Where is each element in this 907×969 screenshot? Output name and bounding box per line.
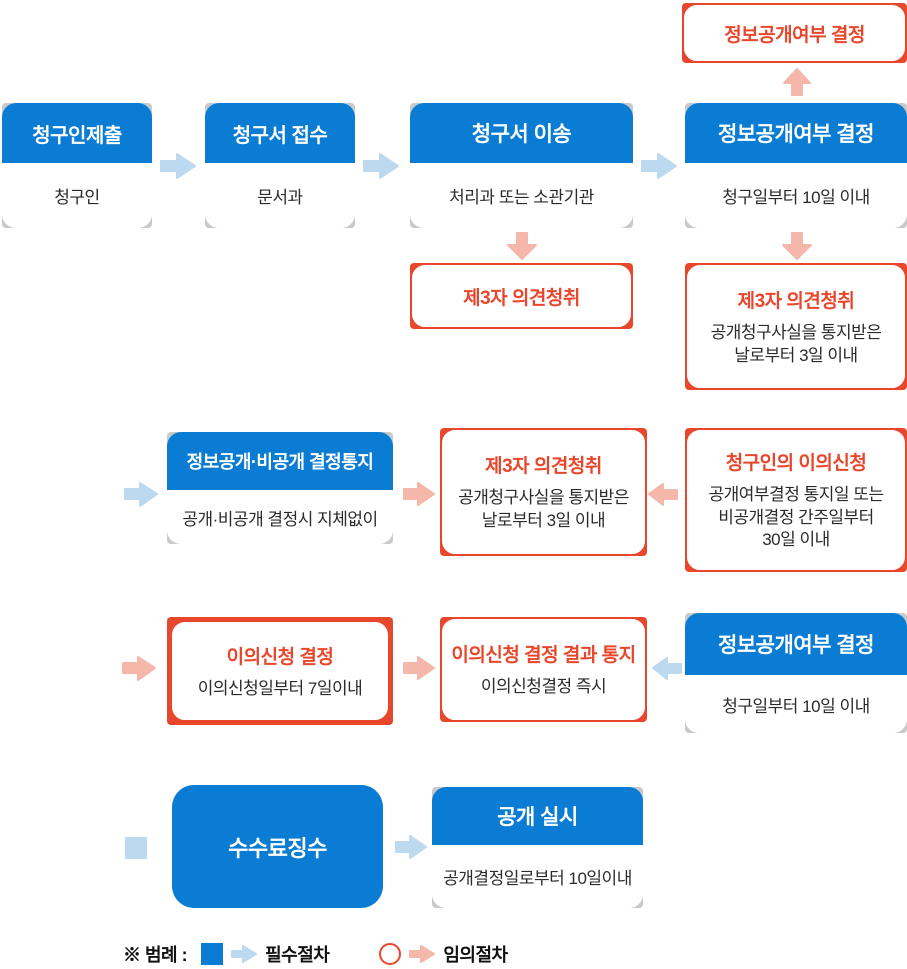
node-applicant-objection: 청구인의 이의신청 공개여부결정 통지일 또는 비공개결정 간주일부터 30일 … [685, 428, 907, 572]
node-objection-result-notice: 이의신청 결정 결과 통지 이의신청결정 즉시 [440, 617, 647, 722]
node-body: 문서과 [205, 163, 355, 228]
node-title: 정보공개여부 결정 [685, 613, 907, 675]
node-title: 청구서 접수 [205, 103, 355, 163]
arrow-right-icon [403, 656, 435, 680]
arrow-left-icon [652, 657, 682, 680]
node-title: 정보공개여부 결정 [685, 103, 907, 163]
arrow-right-icon [641, 153, 677, 179]
arrow-up-icon [783, 68, 811, 96]
node-request-receipt: 청구서 접수 문서과 [205, 103, 355, 228]
node-body: 이의신청일부터 7일이내 [197, 678, 363, 698]
node-body: 공개청구사실을 통지받은 날로부터 3일 이내 [710, 322, 882, 365]
arrow-right-icon [409, 945, 436, 963]
node-body: 처리과 또는 소관기관 [410, 163, 633, 228]
arrow-right-icon [124, 482, 158, 507]
node-third-party-hearing: 제3자 의견청취 [410, 263, 633, 329]
arrow-right-icon [160, 153, 196, 179]
node-body: 청구인 [2, 163, 152, 228]
arrow-right-icon [122, 656, 156, 681]
node-disclosure-decision-top: 정보공개여부 결정 [682, 3, 907, 63]
node-title: 이의신청 결정 결과 통지 [451, 645, 636, 667]
node-body: 청구일부터 10일 이내 [685, 163, 907, 228]
legend-label: ※ 범례 : [123, 945, 188, 965]
node-title: 제3자 의견청취 [485, 456, 602, 478]
node-disclosure-decision-2: 정보공개여부 결정 청구일부터 10일 이내 [685, 613, 907, 733]
node-applicant-submission: 청구인제출 청구인 [2, 103, 152, 228]
legend: ※ 범례 : 필수절차 임의절차 [123, 941, 508, 967]
node-body: 공개청구사실을 통지받은 날로부터 3일 이내 [458, 488, 629, 530]
legend-mandatory-label: 필수절차 [265, 945, 330, 965]
node-disclosure-decision: 정보공개여부 결정 청구일부터 10일 이내 [685, 103, 907, 228]
node-body: 이의신청결정 즉시 [480, 677, 607, 697]
node-title: 제3자 의견청취 [737, 290, 855, 312]
node-title: 수수료징수 [228, 835, 327, 861]
arrow-down-icon [782, 232, 812, 260]
arrow-right-icon [403, 482, 435, 506]
legend-red-circle-icon [379, 943, 402, 965]
arrow-right-icon [231, 945, 258, 963]
node-title: 청구인제출 [2, 103, 152, 163]
node-body: 공개여부결정 통지일 또는 비공개결정 간주일부터 30일 이내 [708, 484, 885, 550]
arrow-left-icon [648, 483, 678, 506]
legend-blue-square-icon [201, 943, 224, 965]
node-decision-notice: 정보공개·비공개 결정통지 공개·비공개 결정시 지체없이 [167, 432, 393, 544]
node-body: 청구일부터 10일 이내 [685, 675, 907, 733]
arrow-down-icon [507, 232, 537, 260]
node-title: 정보공개여부 결정 [724, 24, 865, 46]
arrow-right-icon [395, 835, 427, 859]
node-fee-collection: 수수료징수 [172, 785, 383, 908]
node-third-party-hearing-detail: 제3자 의견청취 공개청구사실을 통지받은 날로부터 3일 이내 [685, 263, 907, 390]
legend-optional-label: 임의절차 [443, 945, 508, 965]
arrow-right-icon [363, 153, 399, 179]
node-third-party-hearing-appeal: 제3자 의견청취 공개청구사실을 통지받은 날로부터 3일 이내 [440, 428, 647, 556]
node-body: 공개·비공개 결정시 지체없이 [167, 490, 393, 544]
node-title: 공개 실시 [432, 787, 643, 845]
node-request-transfer: 청구서 이송 처리과 또는 소관기관 [410, 103, 633, 228]
node-objection-decision: 이의신청 결정 이의신청일부터 7일이내 [167, 617, 393, 725]
node-body: 공개결정일로부터 10일이내 [432, 845, 643, 908]
connector-square [125, 837, 147, 859]
node-title: 청구인의 이의신청 [725, 452, 867, 474]
node-title: 제3자 의견청취 [463, 287, 580, 309]
node-disclosure-execution: 공개 실시 공개결정일로부터 10일이내 [432, 787, 643, 908]
node-title: 이의신청 결정 [226, 646, 334, 668]
node-title: 정보공개·비공개 결정통지 [167, 432, 393, 490]
node-title: 청구서 이송 [410, 103, 633, 163]
